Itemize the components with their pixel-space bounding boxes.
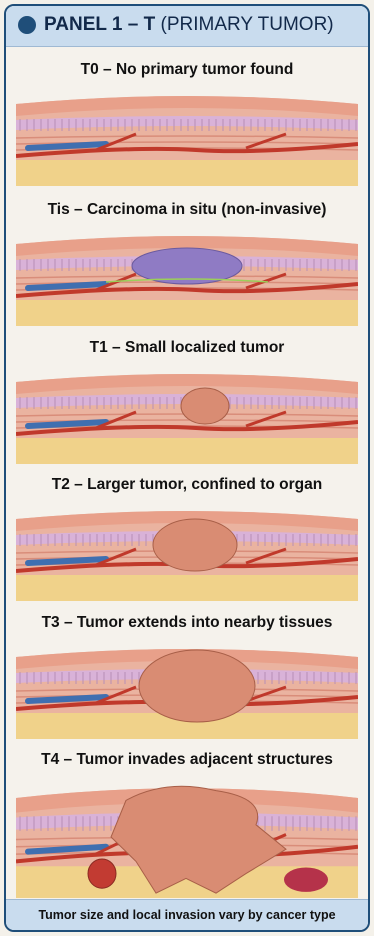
vein-icon bbox=[28, 422, 106, 426]
stage-label-t1: T1 – Small localized tumor bbox=[6, 339, 368, 357]
panel-footer-note: Tumor size and local invasion vary by ca… bbox=[6, 899, 368, 930]
tissue-illustration-t4 bbox=[16, 776, 358, 898]
stage-label-tis: Tis – Carcinoma in situ (non-invasive) bbox=[6, 201, 368, 219]
tissue-illustration-t3 bbox=[16, 639, 358, 739]
vein-icon bbox=[28, 697, 106, 701]
tnm-primary-tumor-panel: PANEL 1 – T (PRIMARY TUMOR) T0 – No prim… bbox=[4, 4, 370, 932]
tissue-illustration-tis bbox=[16, 226, 358, 326]
adjacent-structure-icon bbox=[284, 868, 328, 892]
tumor-icon bbox=[139, 650, 255, 722]
panel-header: PANEL 1 – T (PRIMARY TUMOR) bbox=[6, 6, 368, 47]
tissue-illustration-t1 bbox=[16, 364, 358, 464]
stage-label-t2: T2 – Larger tumor, confined to organ bbox=[6, 476, 368, 494]
fat-layer bbox=[16, 298, 358, 326]
tissue-illustration-t0 bbox=[16, 86, 358, 186]
tissue-illustration-t2 bbox=[16, 501, 358, 601]
vein-icon bbox=[28, 559, 106, 563]
panel-title: PANEL 1 – T (PRIMARY TUMOR) bbox=[44, 14, 334, 36]
fat-layer bbox=[16, 158, 358, 186]
tumor-icon bbox=[153, 519, 237, 571]
stage-label-t4: T4 – Tumor invades adjacent structures bbox=[6, 751, 368, 769]
vessel-cross-section-icon bbox=[88, 859, 116, 888]
vein-icon bbox=[28, 284, 106, 288]
fat-layer bbox=[16, 436, 358, 464]
panel-bullet-icon bbox=[18, 16, 36, 34]
tumor-icon bbox=[181, 388, 229, 424]
vein-icon bbox=[28, 144, 106, 148]
fat-layer bbox=[16, 573, 358, 601]
stage-label-t0: T0 – No primary tumor found bbox=[6, 61, 368, 79]
stage-label-t3: T3 – Tumor extends into nearby tissues bbox=[6, 614, 368, 632]
